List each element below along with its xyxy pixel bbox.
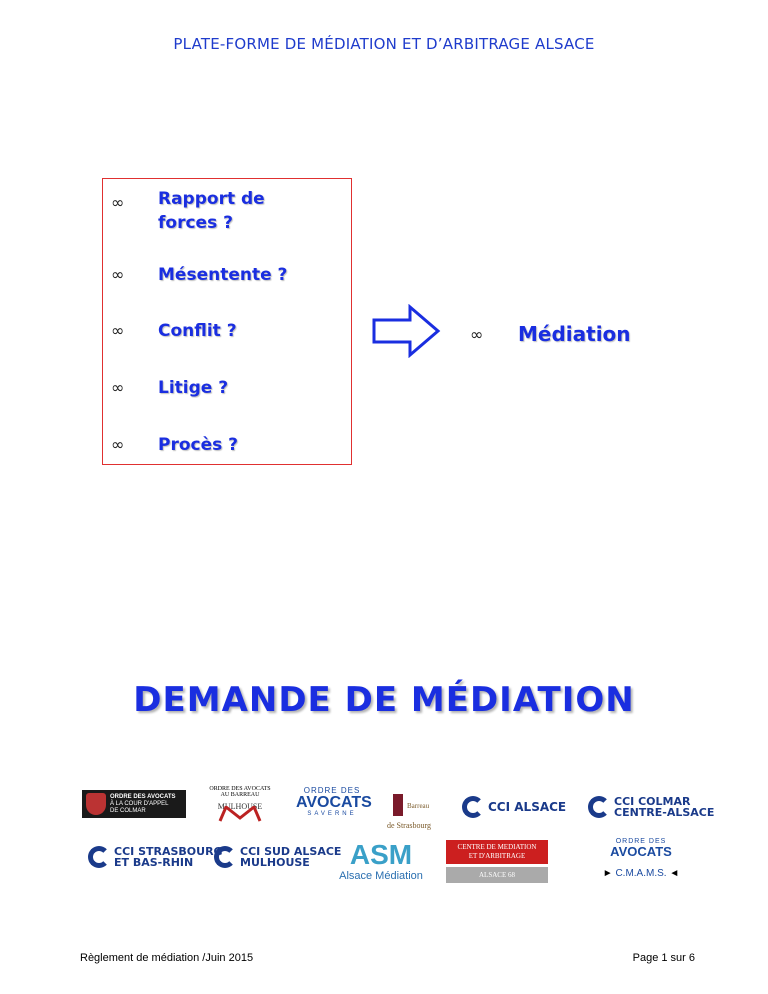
logo-text: MULHOUSE — [240, 856, 310, 869]
logo-text: ORDRE DES — [615, 838, 667, 845]
footer-page-number: Page 1 sur 6 — [632, 952, 695, 964]
page-title: DEMANDE DE MÉDIATION — [133, 680, 635, 720]
logo-text: SAVERNE — [307, 811, 357, 817]
logo-text: CCI COLMAR — [614, 795, 691, 808]
logo-text: ASM — [349, 839, 413, 870]
logo-asm-alsace-mediation: ASM Alsace Médiation — [336, 840, 426, 886]
logo-cmams: ORDRE DES AVOCATS ► C.M.A.M.S. ◄ — [596, 838, 686, 888]
cci-icon — [588, 796, 610, 818]
logo-text: CCI ALSACE — [488, 799, 567, 814]
logo-text: Barreau — [407, 802, 430, 810]
triangle-right-icon: ► — [602, 868, 613, 879]
right-arrow-icon — [372, 304, 441, 358]
logo-text: MULHOUSE — [217, 802, 263, 811]
logo-text: ET BAS-RHIN — [114, 856, 194, 869]
logo-centre-mediation-arbitrage: CENTRE DE MEDIATION ET D'ARBITRAGE ALSAC… — [446, 840, 548, 884]
logo-text: CCI STRASBOURG — [114, 845, 223, 858]
logo-text: CCI SUD ALSACE — [240, 845, 342, 858]
triangle-left-icon: ◄ — [669, 868, 680, 879]
logo-ordre-avocats-mulhouse: ORDRE DES AVOCATS AU BARREAU MULHOUSE — [208, 786, 272, 826]
logo-cci-colmar: CCI COLMAR CENTRE-ALSACE — [588, 795, 714, 822]
logo-text: AU BARREAU — [220, 792, 260, 798]
logo-cci-sud-alsace: CCI SUD ALSACE MULHOUSE — [214, 846, 341, 872]
infinity-bullet-icon: ∞ — [111, 435, 125, 454]
mulhouse-m-icon — [218, 806, 262, 822]
logo-text: ORDRE DES AVOCATS — [110, 793, 176, 800]
logo-text: AVOCATS — [610, 844, 672, 859]
logo-text: À LA COUR D'APPEL — [110, 800, 169, 807]
logo-text: CENTRE-ALSACE — [614, 806, 715, 819]
logo-text: ORDRE DES AVOCATS — [209, 786, 271, 792]
mediation-label: Médiation — [518, 322, 631, 346]
shield-icon — [86, 793, 106, 815]
logo-text: DE COLMAR — [110, 807, 146, 814]
infinity-bullet-icon: ∞ — [111, 378, 125, 397]
logo-text: ALSACE 68 — [446, 867, 548, 883]
infinity-bullet-icon: ∞ — [111, 193, 125, 212]
logo-ordre-avocats-saverne: ORDRE DES AVOCATS SAVERNE — [296, 786, 372, 826]
logo-cci-alsace: CCI ALSACE — [462, 796, 572, 822]
list-item-label: Rapport de forces ? — [158, 189, 265, 233]
logo-ordre-avocats-colmar: ORDRE DES AVOCATS À LA COUR D'APPEL DE C… — [82, 790, 186, 818]
logo-text: Alsace Médiation — [339, 870, 423, 882]
logo-text: de Strasbourg — [386, 821, 432, 830]
footer-document-name: Règlement de médiation /Juin 2015 — [80, 952, 254, 964]
page-header: PLATE-FORME DE MÉDIATION ET D’ARBITRAGE … — [173, 35, 595, 53]
cci-icon — [88, 846, 110, 868]
cci-icon — [462, 796, 484, 818]
logo-text: ET D'ARBITRAGE — [468, 852, 526, 860]
infinity-bullet-icon: ∞ — [111, 265, 125, 284]
logo-barreau-strasbourg: Barreau de Strasbourg — [385, 788, 433, 832]
logo-text: C.M.A.M.S. — [615, 868, 667, 879]
logo-cci-strasbourg: CCI STRASBOURG ET BAS-RHIN — [88, 846, 223, 872]
list-item-label: Litige ? — [158, 378, 229, 398]
building-icon — [393, 794, 403, 816]
logo-text: ORDRE DES — [303, 786, 361, 795]
list-item-label: Procès ? — [158, 435, 239, 455]
list-item-label: Mésentente ? — [158, 265, 288, 285]
logo-text: AVOCATS — [296, 794, 372, 811]
cci-icon — [214, 846, 236, 868]
logo-text: CENTRE DE MEDIATION — [457, 843, 537, 851]
infinity-bullet-icon: ∞ — [470, 325, 484, 344]
infinity-bullet-icon: ∞ — [111, 321, 125, 340]
list-item-label: Conflit ? — [158, 321, 237, 341]
questions-box: ∞ Rapport de forces ? ∞ Mésentente ? ∞ C… — [102, 178, 352, 465]
